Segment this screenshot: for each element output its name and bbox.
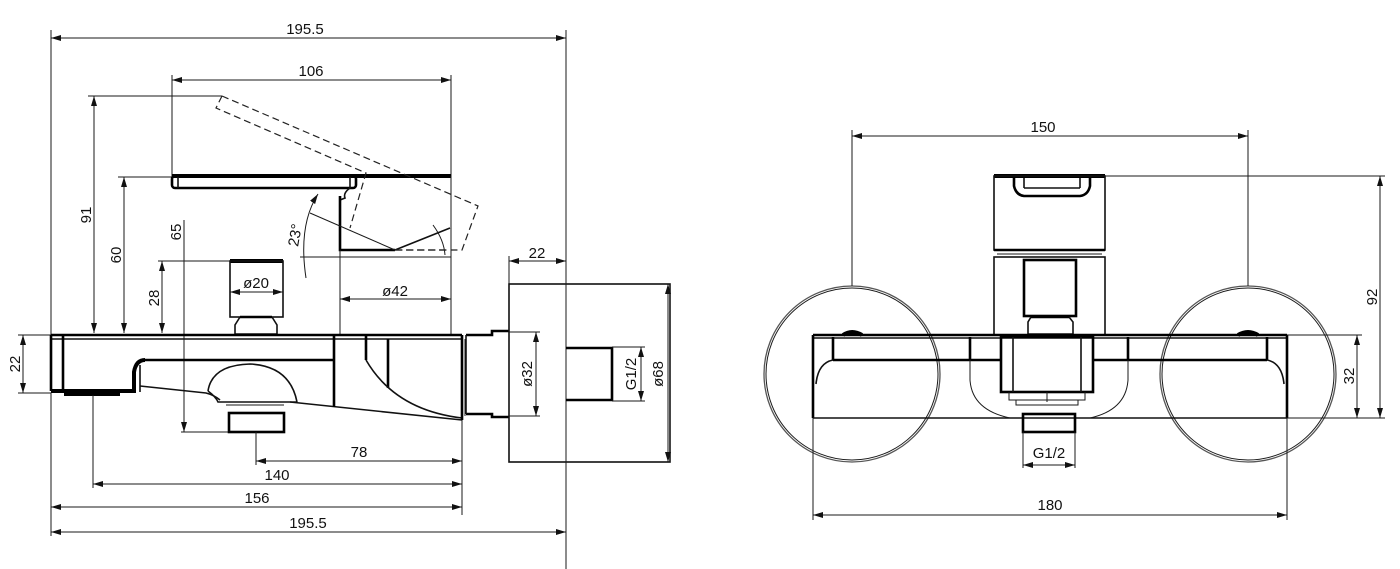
dim-centres: 150 [851,119,1249,286]
dim-label-22-escutcheon: 22 [529,245,546,262]
dim-total-height: 92 [1105,175,1385,418]
dim-label-65: 65 [168,224,185,241]
escutcheon-left [763,285,941,463]
dim-label-o32: ø32 [519,361,536,387]
dim-height-91: 91 [78,95,222,333]
dim-label-195-bottom: 195.5 [289,515,327,532]
dim-label-23-deg: 23° [285,223,306,248]
wall-connector [465,262,671,569]
dim-label-140: 140 [264,467,289,484]
dim-label-156: 156 [244,490,269,507]
dim-height-28: 28 [146,260,230,333]
dim-label-32: 32 [1341,368,1358,385]
dim-body-height-front: 32 [1287,334,1385,419]
escutcheon-right [1159,285,1337,463]
dim-label-106: 106 [298,63,323,80]
dim-label-22-body: 22 [7,356,24,373]
dim-label-28: 28 [146,290,163,307]
dim-spout-reach: 140 [92,395,462,488]
mixer-body-front [811,330,1289,434]
lever-handle [170,174,451,201]
dim-overall-width-bottom: 195.5 [51,515,566,535]
dim-label-g12-front: G1/2 [1033,445,1066,462]
dim-escutcheon-diameter: ø68 [650,284,671,462]
diverter-knob: ø20 [229,259,284,335]
dim-label-o20: ø20 [243,275,269,292]
cartridge-body [300,176,452,335]
diverter-dome [207,363,298,434]
dim-label-78: 78 [351,444,368,461]
dim-label-o68: ø68 [650,361,667,387]
dim-label-60: 60 [108,247,125,264]
dim-body-length: 156 [50,393,462,536]
dim-thread-side: G1/2 [612,346,645,402]
mixer-body [49,333,466,421]
lever-raised-ghost [215,95,479,251]
cartridge-housing [993,256,1106,336]
dim-cartridge-diameter: ø42 [340,283,451,302]
dim-label-g12-side: G1/2 [623,358,640,391]
dim-body-height-22: 22 [7,334,51,394]
dim-label-150: 150 [1030,119,1055,136]
dim-overall-width-top: 195.5 [50,21,567,335]
dim-lever-length: 106 [171,63,452,178]
dim-lever-angle: 23° [285,193,396,279]
handle-head [993,174,1106,255]
dim-escutcheon-depth: 22 [508,245,566,284]
dim-connector-diameter: ø32 [509,331,540,417]
dim-thread-front: G1/2 [1022,432,1076,468]
dim-height-60: 60 [108,176,172,333]
dim-label-91: 91 [78,207,95,224]
dim-body-width: 180 [812,418,1288,520]
side-view: 195.5 106 91 60 65 [7,21,671,569]
dim-label-o42: ø42 [382,283,408,300]
dim-outlet-offset: 78 [255,420,463,515]
dim-label-92: 92 [1364,289,1381,306]
dim-label-195-top: 195.5 [286,21,324,38]
front-view: 150 [763,119,1385,520]
dim-label-180: 180 [1037,497,1062,514]
dim-height-65: 65 [168,220,230,433]
